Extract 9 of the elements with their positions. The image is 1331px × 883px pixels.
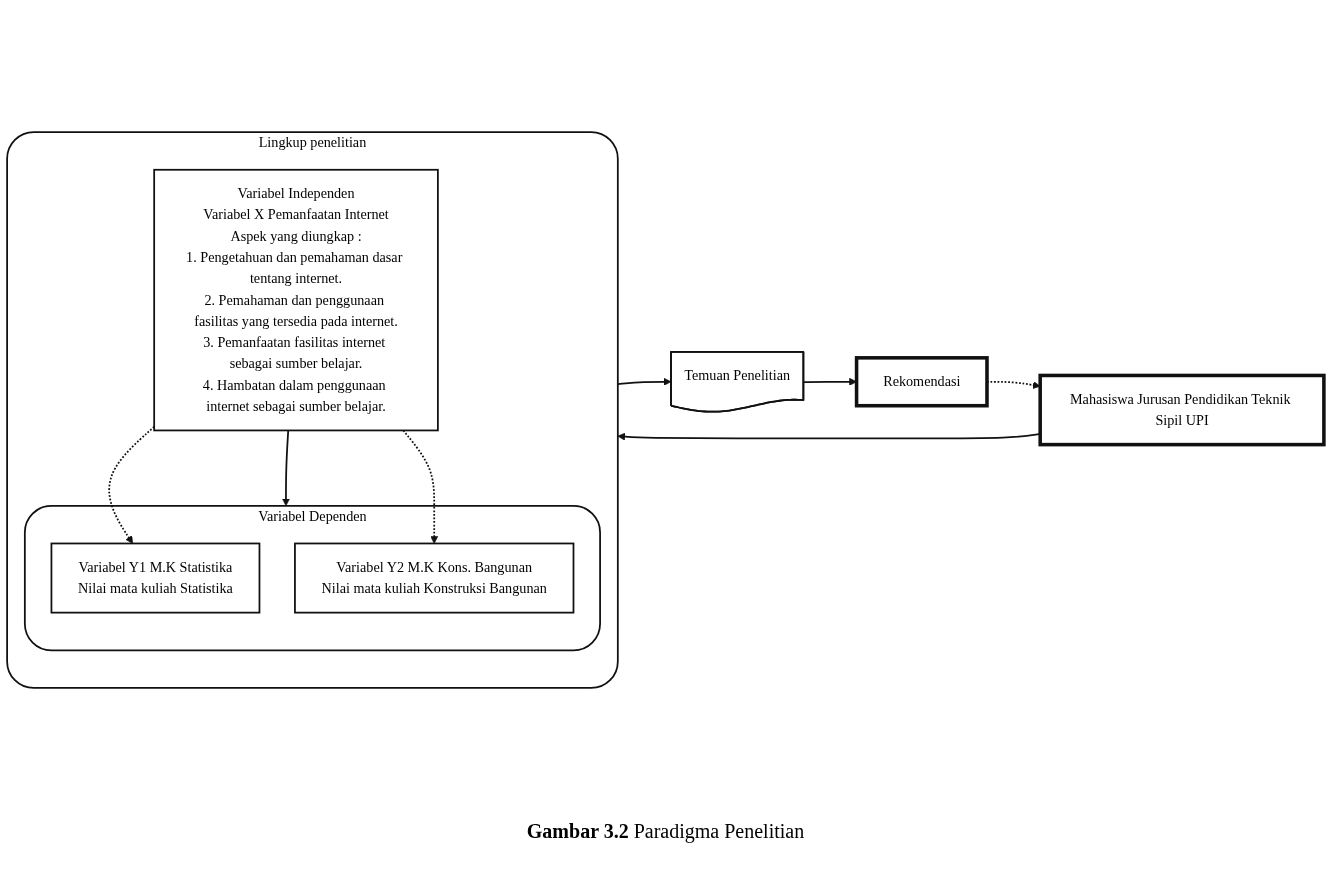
arrow xyxy=(108,425,156,544)
arrow xyxy=(282,429,290,507)
node-box: Variabel Y2 M.K Kons. Bangunan Nilai mata kuliah Konstruksi Bangunan xyxy=(294,542,575,614)
node-box: Variabel Y1 M.K Statistika Nilai mata kuliah Statistika xyxy=(50,542,261,614)
arrow xyxy=(402,429,439,544)
figure-caption: Gambar 3.2 Paradigma Penelitian xyxy=(525,820,806,843)
node-box: Mahasiswa Jurusan Pendidikan Teknik Sipil UPI xyxy=(1038,373,1326,447)
node-box: Variabel Independen Variabel X Pemanfaatan Internet Aspek yang diungkap : 1. Pengetahuan dan pemahaman dasar tentang internet. 2. Pemahaman dan penggunaan fasilitas yang tersedia pada internet. 3. Pemanfaatan fasilitas internet sebagai sumber belajar. 4. Hambatan dalam penggunaan internet sebagai sumber belajar. xyxy=(153,168,439,432)
node-box: Rekomendasi xyxy=(854,356,989,408)
